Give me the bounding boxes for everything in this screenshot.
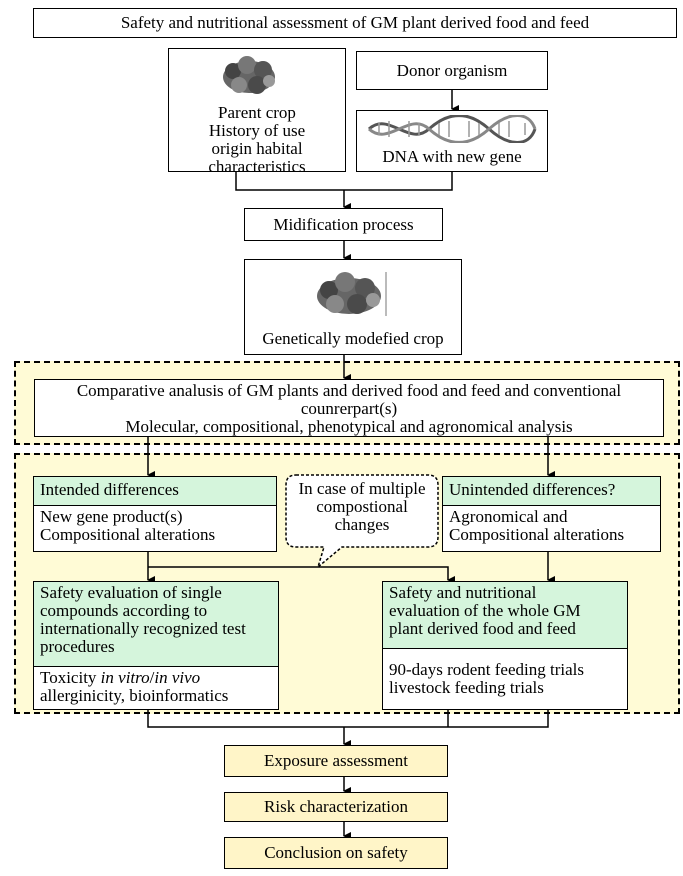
slash-text: /: [149, 668, 155, 687]
donor-organism-box: Donor organism: [356, 51, 548, 90]
whole-plant-box: Safety and nutritional evaluation of the…: [382, 581, 628, 710]
bubble-text: In case of multiple compostional changes: [286, 480, 438, 534]
bubble-line: compostional: [316, 497, 408, 516]
unintended-differences-box: Unintended differences? Agronomical and …: [442, 476, 661, 552]
whole-plant-header-line: Safety and nutritional: [389, 583, 537, 602]
whole-plant-header-line: plant derived food and feed: [389, 619, 576, 638]
unintended-line: Compositional alterations: [449, 525, 625, 544]
dna-box: DNA with new gene: [356, 110, 548, 172]
intended-line: New gene product(s): [40, 507, 183, 526]
parent-crop-box: Parent crop History of use origin habita…: [168, 48, 346, 176]
exposure-assessment-label: Exposure assessment: [263, 751, 408, 770]
intended-header: Intended differences: [34, 477, 276, 506]
single-compounds-header: Safety evaluation of single compounds ac…: [34, 582, 278, 667]
single-compounds-box: Safety evaluation of single compounds ac…: [33, 581, 279, 710]
in-vivo-text: in vivo: [154, 668, 201, 687]
single-compounds-header-line: procedures: [40, 637, 115, 656]
single-compounds-header-line: internationally recognized test: [40, 619, 246, 638]
intended-differences-box: Intended differences New gene product(s)…: [33, 476, 277, 552]
comparative-line: Comparative analusis of GM plants and de…: [76, 381, 622, 400]
whole-plant-line: 90-days rodent feeding trials: [389, 660, 584, 679]
parent-crop-line: Parent crop: [218, 103, 296, 122]
modification-process-label: Midification process: [273, 214, 414, 234]
gm-crop-image: [317, 272, 387, 316]
toxicity-text: Toxicity: [40, 668, 101, 687]
unintended-header: Unintended differences?: [443, 477, 660, 506]
toxicity-line: Toxicity in vitro/in vivo: [40, 669, 272, 687]
dna-label: DNA with new gene: [382, 147, 522, 166]
speech-bubble: [285, 474, 439, 570]
comparative-line: Molecular, compositional, phenotypical a…: [125, 417, 573, 436]
single-compounds-header-line: Safety evaluation of single: [40, 583, 222, 602]
bubble-line: changes: [334, 515, 390, 534]
whole-plant-header: Safety and nutritional evaluation of the…: [383, 582, 627, 649]
unintended-line: Agronomical and: [449, 507, 568, 526]
gm-crop-box: Genetically modefied crop: [244, 259, 462, 355]
parent-crop-line: characteristics: [208, 157, 306, 176]
page-title: Safety and nutritional assessment of GM …: [33, 8, 677, 38]
in-vitro-text: in vitro: [100, 668, 150, 687]
risk-characterization-box: Risk characterization: [224, 792, 448, 822]
intended-line: Compositional alterations: [40, 525, 216, 544]
parent-crop-line: origin habital: [211, 139, 303, 158]
donor-organism-label: Donor organism: [396, 60, 508, 80]
bubble-line: In case of multiple: [298, 479, 426, 498]
modification-process-box: Midification process: [244, 208, 443, 241]
risk-characterization-label: Risk characterization: [264, 797, 408, 816]
comparative-line: counrerpart(s): [300, 399, 398, 418]
dna-helix-image: [367, 115, 537, 143]
parent-crop-line: History of use: [208, 121, 306, 140]
single-compounds-header-line: compounds according to: [40, 601, 208, 620]
comparative-analysis-box: Comparative analusis of GM plants and de…: [34, 379, 664, 437]
conclusion-box: Conclusion on safety: [224, 837, 448, 869]
crop-image: [223, 56, 275, 94]
gm-crop-label: Genetically modefied crop: [262, 329, 444, 348]
whole-plant-header-line: evaluation of the whole GM: [389, 601, 581, 620]
allerginicity-line: allerginicity, bioinformatics: [40, 686, 229, 705]
conclusion-label: Conclusion on safety: [264, 843, 408, 862]
exposure-assessment-box: Exposure assessment: [224, 745, 448, 777]
whole-plant-line: livestock feeding trials: [389, 678, 544, 697]
title-text: Safety and nutritional assessment of GM …: [120, 13, 590, 32]
